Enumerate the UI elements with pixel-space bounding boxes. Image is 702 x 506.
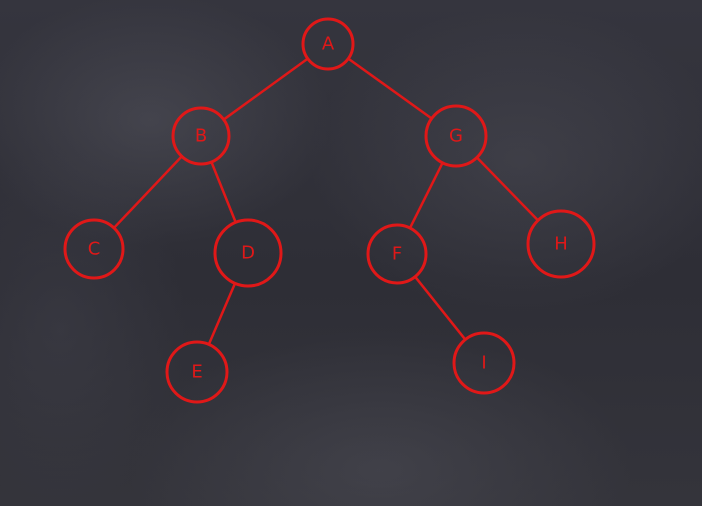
tree-node-g: G <box>424 104 488 168</box>
node-label-b: B <box>195 126 207 147</box>
tree-node-a: A <box>301 17 355 71</box>
node-label-i: I <box>481 353 486 374</box>
edge-a-g <box>347 57 433 120</box>
edge-a-b <box>222 57 309 121</box>
node-label-g: G <box>449 126 463 147</box>
node-circle-g <box>424 104 488 168</box>
tree-node-e: E <box>165 340 229 404</box>
node-label-e: E <box>191 362 202 383</box>
nodes-layer: A B G C D F H E I <box>63 17 596 404</box>
edge-d-e <box>207 282 237 345</box>
node-circle-f <box>366 223 428 285</box>
node-label-a: A <box>322 34 335 55</box>
tree-node-c: C <box>63 218 125 280</box>
tree-node-i: I <box>452 331 516 395</box>
node-circle-a <box>301 17 355 71</box>
node-circle-b <box>171 106 231 166</box>
node-circle-d <box>213 218 283 288</box>
node-circle-i <box>452 331 516 395</box>
tree-node-b: B <box>171 106 231 166</box>
edges-layer <box>113 57 539 345</box>
edge-f-i <box>414 275 467 341</box>
tree-node-f: F <box>366 223 428 285</box>
node-label-h: H <box>554 234 568 255</box>
node-circle-h <box>526 209 596 279</box>
node-label-c: C <box>88 239 101 260</box>
edge-g-f <box>408 162 444 229</box>
edge-g-h <box>476 156 539 222</box>
edge-b-c <box>113 155 183 229</box>
tree-node-d: D <box>213 218 283 288</box>
node-circle-e <box>165 340 229 404</box>
node-circle-c <box>63 218 125 280</box>
edge-b-d <box>210 161 237 223</box>
node-label-f: F <box>392 244 402 265</box>
tree-node-h: H <box>526 209 596 279</box>
node-label-d: D <box>241 243 255 264</box>
